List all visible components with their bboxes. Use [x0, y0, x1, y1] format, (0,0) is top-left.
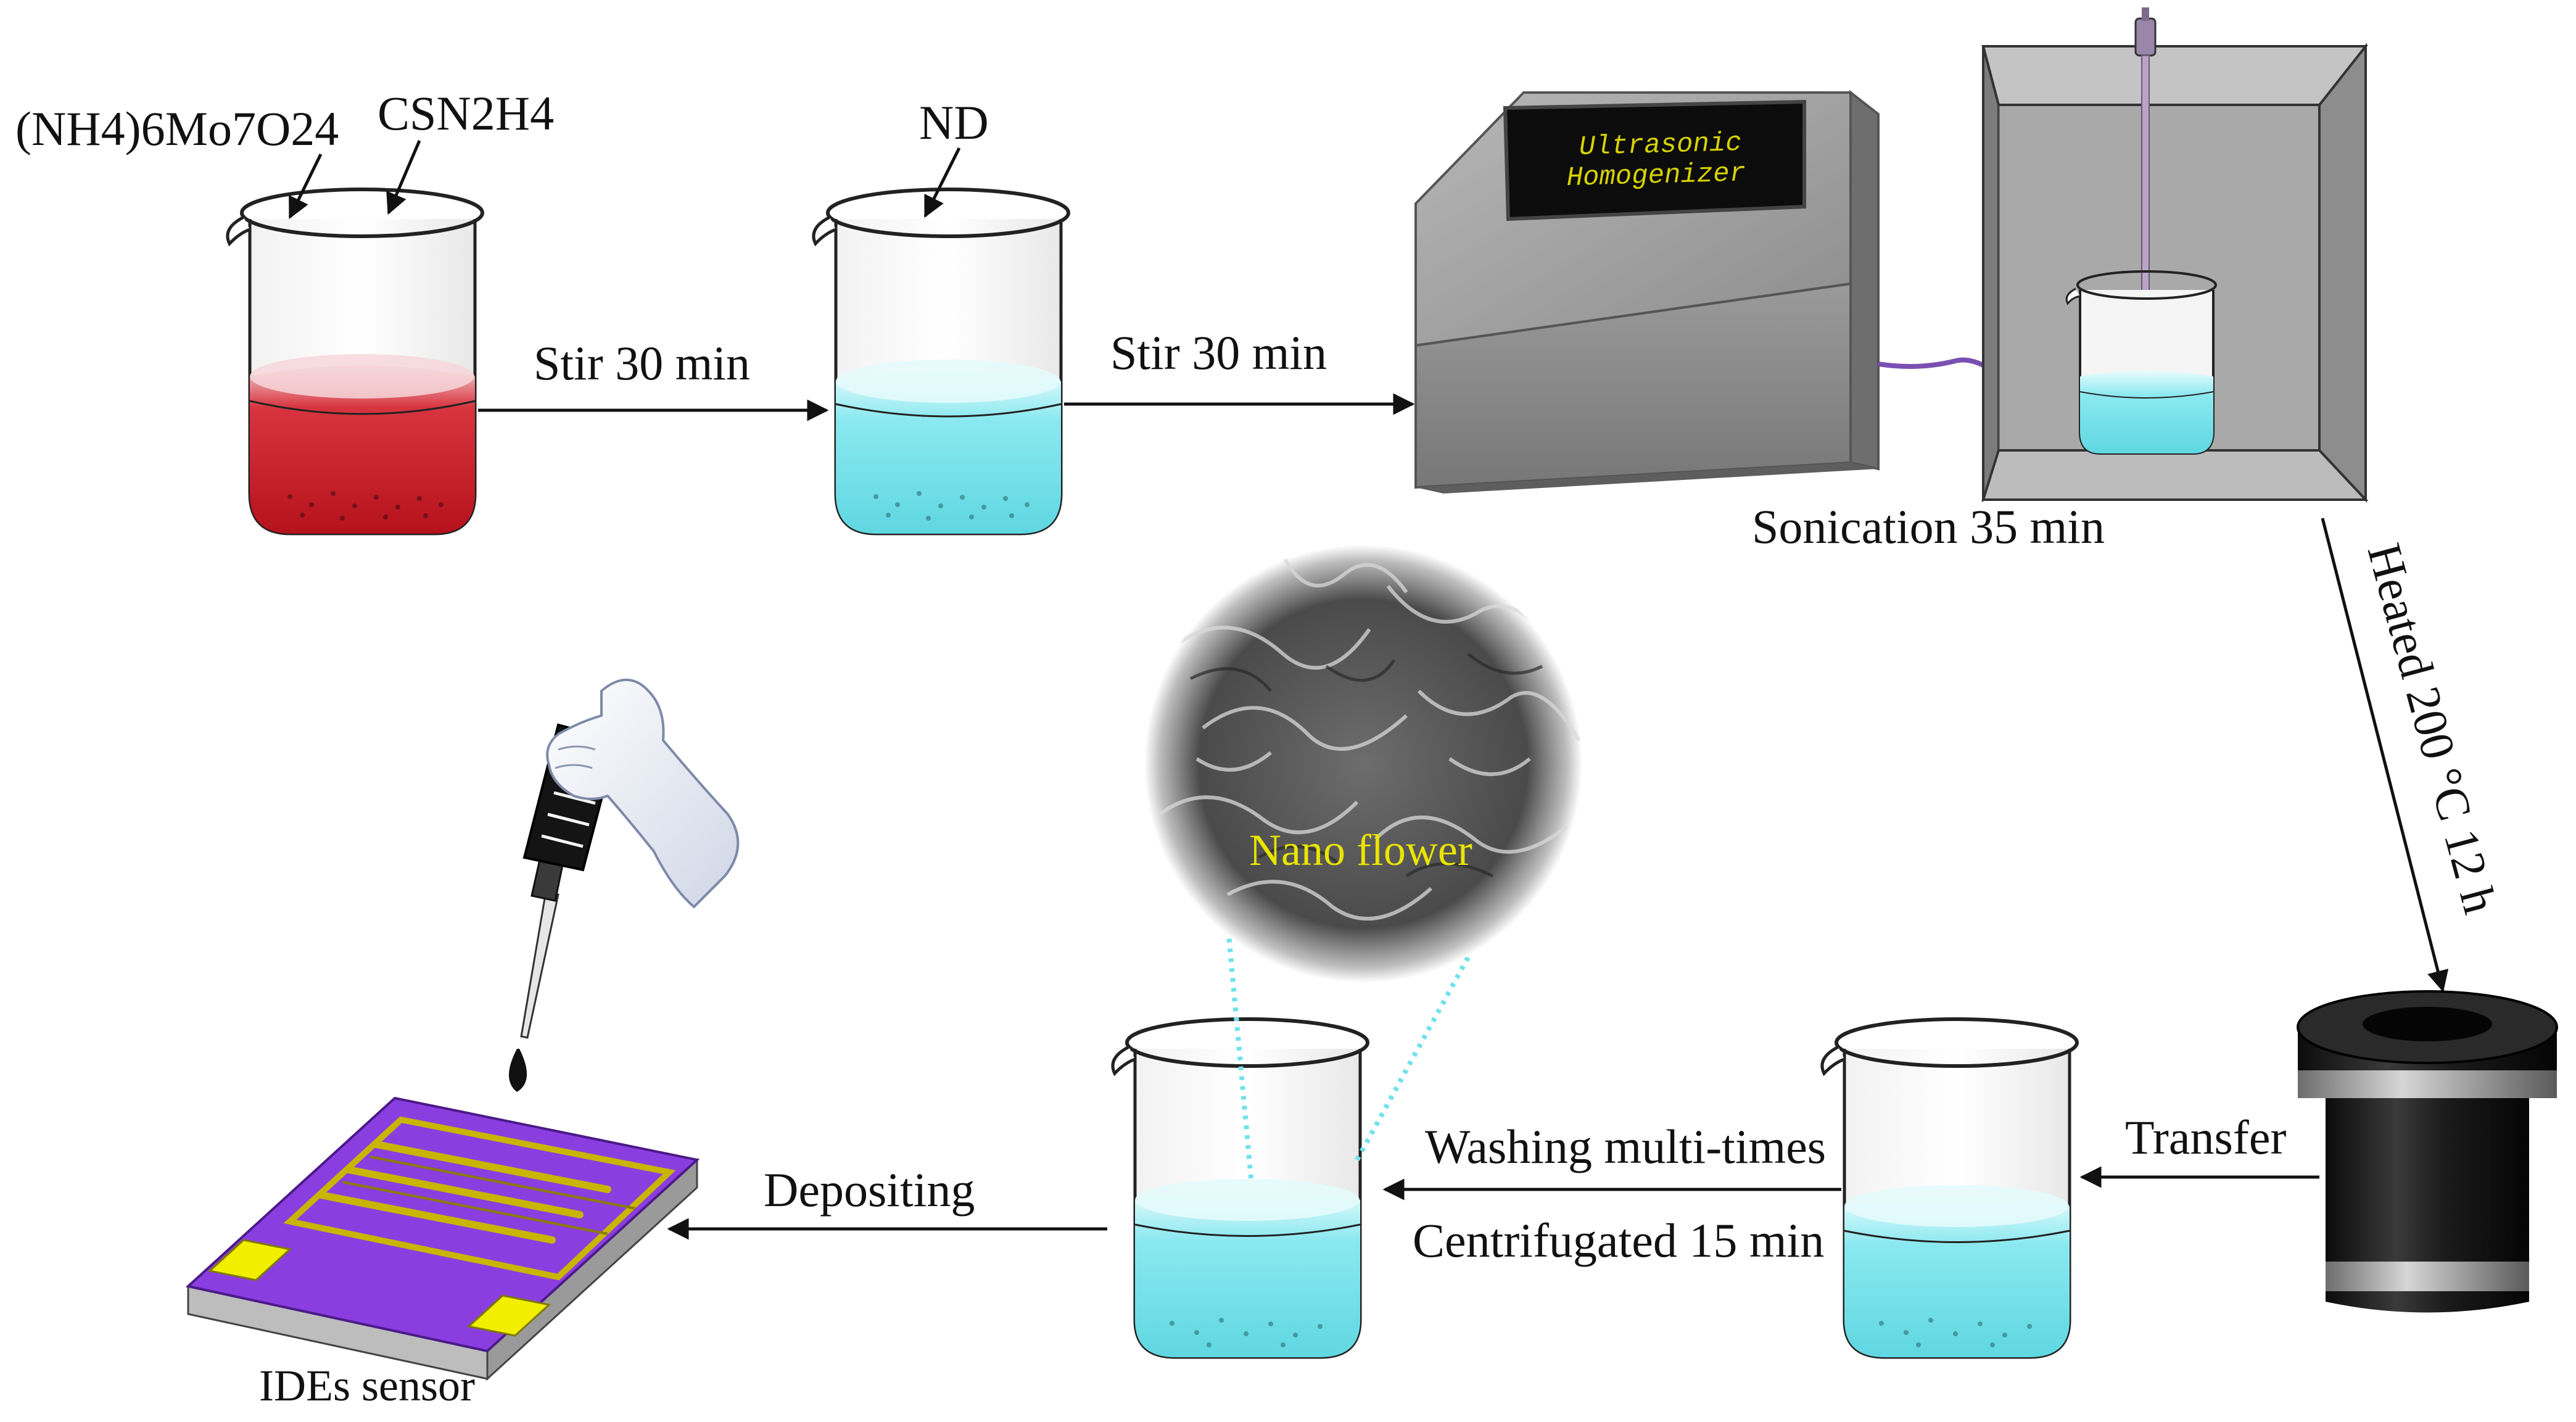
arrow-heated: [2321, 518, 2449, 993]
label-nanoflower: Nano flower: [1249, 825, 1472, 875]
ultrasonic-homogenizer: Ultrasonic Homogenizer: [1414, 89, 1880, 494]
beaker-red: [226, 188, 484, 535]
zoom-line-right: [1355, 933, 1483, 1161]
beaker-cyan-nd: [812, 188, 1070, 535]
droplet: [509, 1049, 527, 1092]
label-stir1: Stir 30 min: [534, 336, 750, 390]
label-transfer: Transfer: [2125, 1110, 2286, 1164]
label-heated: Heated 200 °C 12 h: [2358, 538, 2508, 919]
pointer-nd: [923, 147, 961, 218]
label-centrifugated: Centrifugated 15 min: [1413, 1213, 1824, 1267]
cable: [1878, 357, 1984, 369]
screen-line1: Ultrasonic: [1579, 128, 1742, 163]
sem-nanoflower-image: Nano flower: [1144, 545, 1582, 983]
ides-sensor: [185, 1096, 700, 1381]
label-chem2: CSN2H4: [378, 86, 554, 140]
beaker-cyan-nanoflower: [1111, 1017, 1369, 1359]
pointer-chem1: [288, 153, 323, 220]
label-washing: Washing multi-times: [1425, 1120, 1826, 1173]
label-stir2: Stir 30 min: [1110, 326, 1327, 379]
sonication-enclosure: [1981, 7, 2369, 503]
autoclave: [2297, 990, 2558, 1313]
pipette-hand: [520, 679, 740, 1039]
screen-line2: Homogenizer: [1566, 158, 1746, 194]
label-chem1: (NH4)6Mo7O24: [15, 102, 339, 155]
pointer-chem2: [386, 140, 421, 215]
label-sonication: Sonication 35 min: [1752, 500, 2105, 553]
label-depositing: Depositing: [764, 1163, 975, 1217]
label-ides-sensor: IDEs sensor: [259, 1361, 475, 1410]
beaker-cyan-transferred: [1820, 1017, 2079, 1359]
label-nd: ND: [919, 96, 989, 149]
